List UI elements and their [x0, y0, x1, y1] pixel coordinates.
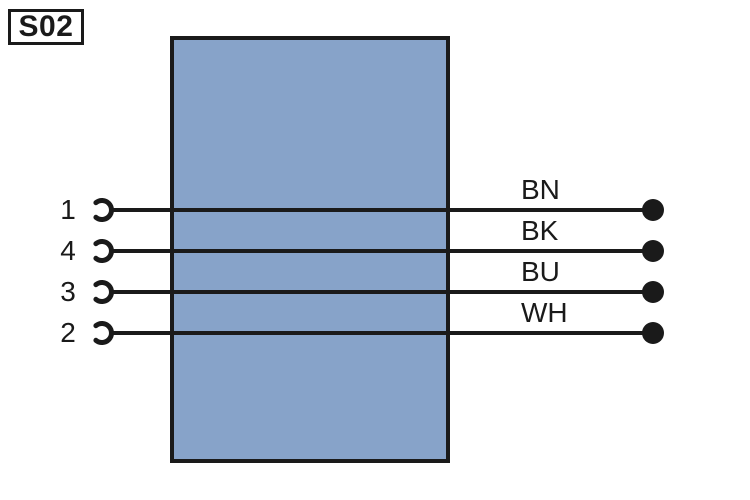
wire-endpoint-dot [642, 281, 664, 303]
wire-endpoint-dot [642, 322, 664, 344]
pin-number: 3 [60, 276, 76, 307]
wire-endpoint-dot [642, 240, 664, 262]
component-reference-label: S02 [8, 9, 84, 45]
wire-color-label: BN [521, 174, 560, 205]
wire-line [109, 331, 653, 335]
wire-color-label: WH [521, 297, 568, 328]
wire-color-label: BK [521, 215, 559, 246]
wire-endpoint-dot [642, 199, 664, 221]
wire-line [109, 208, 653, 212]
wire-line [109, 290, 653, 294]
pin-number: 1 [60, 194, 76, 225]
wire-line [109, 249, 653, 253]
pin-number: 4 [60, 235, 76, 266]
pin-number: 2 [60, 317, 76, 348]
wire-color-label: BU [521, 256, 560, 287]
